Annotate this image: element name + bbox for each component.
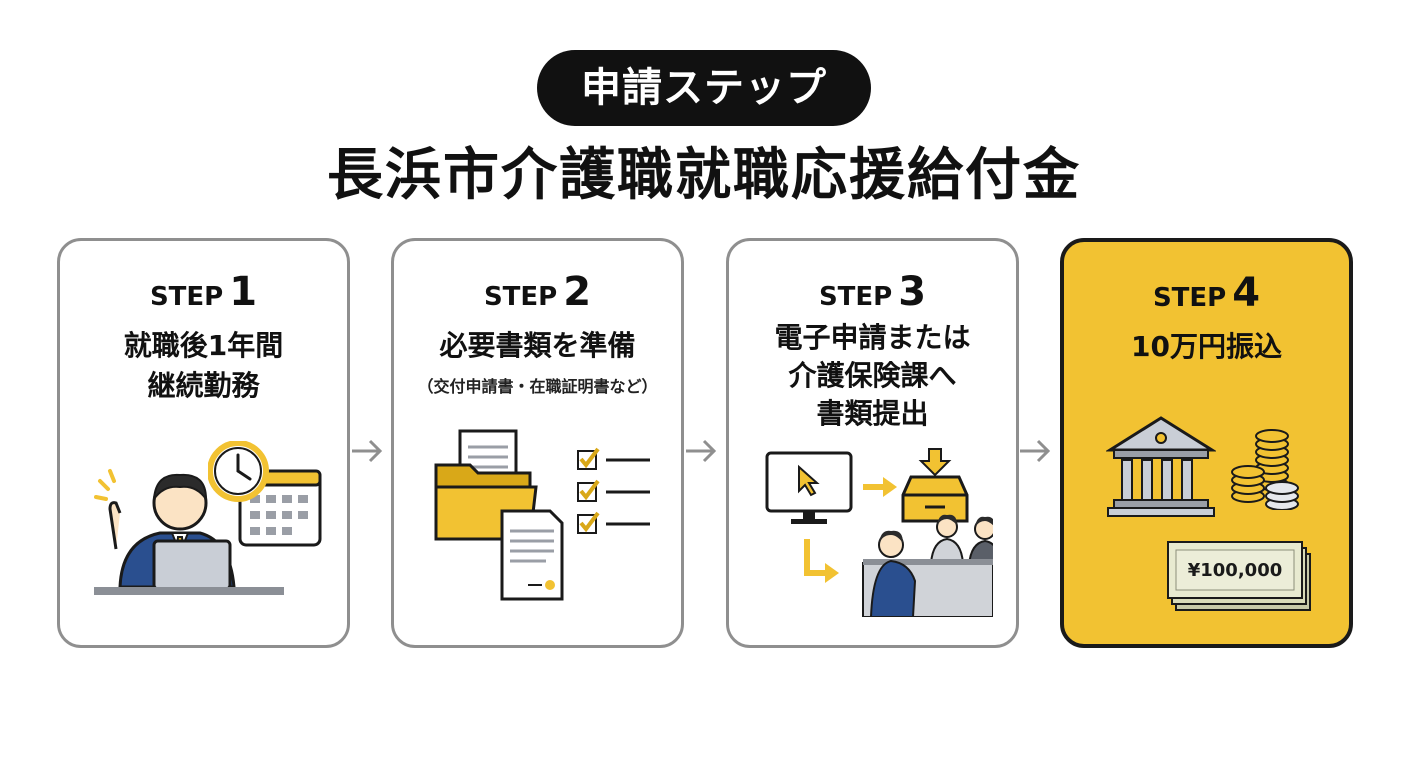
checklist-icon xyxy=(577,447,650,534)
step-title-line: 就職後1年間 xyxy=(123,329,284,362)
arrow-right-icon xyxy=(1020,439,1051,463)
step-title-line: 10万円振込 xyxy=(1131,330,1282,363)
step-title-line: 書類提出 xyxy=(816,397,929,430)
service-counter-icon xyxy=(862,514,993,617)
folder-icon xyxy=(434,429,564,601)
arrow-right-icon xyxy=(352,439,383,463)
step-word: STEP xyxy=(818,282,893,312)
page-title: 長浜市介護職就職応援給付金 xyxy=(327,143,1081,208)
step-word: STEP xyxy=(1152,283,1227,313)
step-title-line: 電子申請または xyxy=(774,321,971,354)
clock-icon xyxy=(208,441,322,547)
bank-icon xyxy=(1106,416,1216,517)
step-word: STEP xyxy=(149,282,224,312)
step-number: 3 xyxy=(898,269,927,315)
person-at-laptop-icon xyxy=(94,469,284,595)
arrow-right-icon xyxy=(686,439,717,463)
step-number: 4 xyxy=(1232,270,1261,316)
monitor-cursor-icon xyxy=(765,448,993,617)
inbox-tray-icon xyxy=(901,448,969,523)
step-title-line: 必要書類を準備 xyxy=(439,329,636,362)
step-note: （交付申請書・在職証明書など） xyxy=(417,377,658,396)
step-number: 2 xyxy=(563,269,592,315)
step-number: 1 xyxy=(229,269,258,315)
step-title-line: 継続勤務 xyxy=(147,369,260,402)
banknote-icon xyxy=(1167,541,1311,611)
header-badge: 申請ステップ xyxy=(537,50,871,126)
step-word: STEP xyxy=(483,282,558,312)
coin-stack-icon xyxy=(1231,429,1299,510)
document-icon xyxy=(500,509,564,601)
step-title-line: 介護保険課へ xyxy=(788,359,957,392)
banknote-amount: ¥100,000 xyxy=(1187,560,1283,581)
